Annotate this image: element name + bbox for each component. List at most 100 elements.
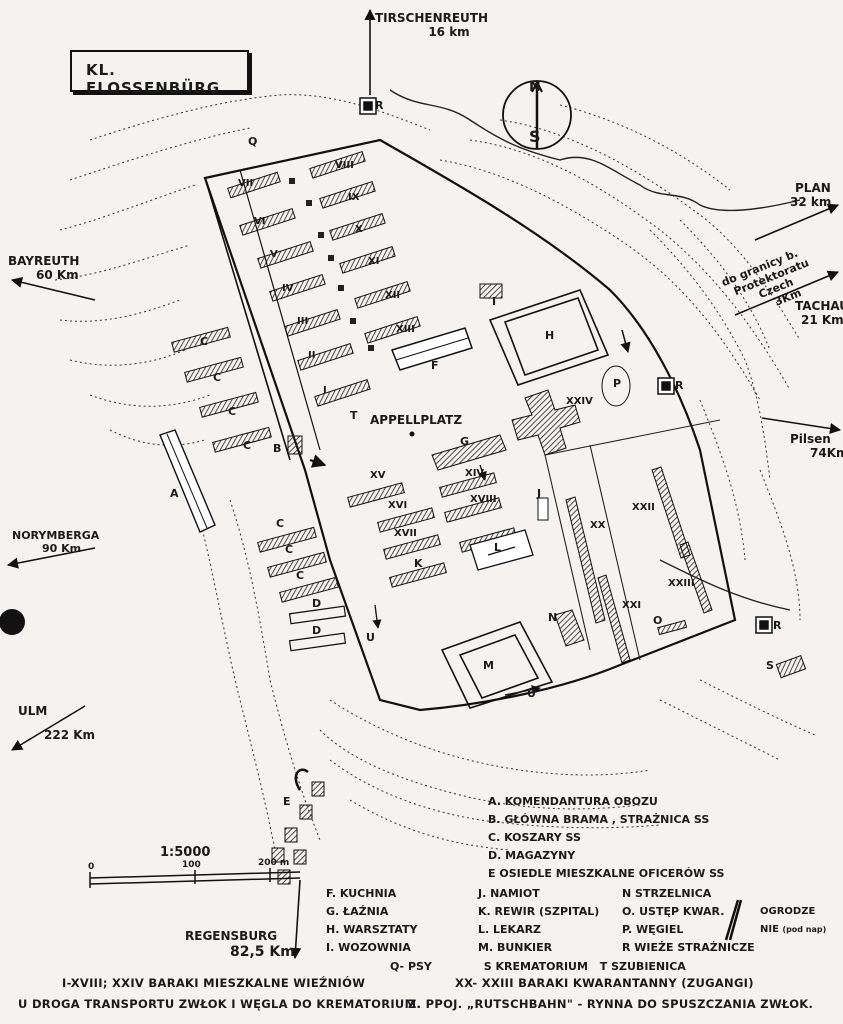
label-barrack-XIII: XIII xyxy=(396,324,415,335)
label-C7: C xyxy=(296,569,305,582)
label-D2: D xyxy=(312,624,322,637)
label-barrack-XIV: XIV xyxy=(465,468,485,479)
label-R2: R xyxy=(375,99,384,112)
label-C3: C xyxy=(228,405,237,418)
main-gate xyxy=(287,435,303,455)
direction-tachau: TACHAU21 Km xyxy=(795,299,843,327)
footer-line-2: XX- XXIII BARAKI KWARANTANNY (ZUGANGI) xyxy=(455,976,754,990)
label-K: K xyxy=(414,557,423,570)
label-barrack-VII: VII xyxy=(238,178,254,189)
label-barrack-VIII: VIII xyxy=(335,160,354,171)
label-barrack-XV: XV xyxy=(370,470,386,481)
officer-housing xyxy=(271,781,325,885)
building-M xyxy=(440,621,554,709)
label-barrack-XX: XX xyxy=(590,520,606,531)
label-L: L xyxy=(494,541,502,554)
coal-pile xyxy=(601,365,631,407)
scale-tick-200: 200 m xyxy=(258,858,290,868)
scale-bar xyxy=(89,868,301,888)
label-barrack-XXI: XXI xyxy=(622,600,642,611)
label-C4: C xyxy=(243,439,252,452)
label-S: S xyxy=(766,659,774,672)
storage-buildings xyxy=(288,605,347,652)
label-barrack-XXIII: XXIII xyxy=(668,578,695,589)
scale-ratio: 1:5000 xyxy=(160,845,211,860)
legend-row: Q- PSY S KREMATORIUM T SZUBIENICA xyxy=(390,960,686,973)
footer-line-4: Z. PPOJ. „RUTSCHBAHN" - RYNNA DO SPUSZCZ… xyxy=(408,997,814,1011)
label-C1: C xyxy=(200,335,209,348)
compass-north: N xyxy=(529,79,542,95)
label-B: B xyxy=(273,442,282,455)
label-A: A xyxy=(170,487,179,500)
compass-south: S xyxy=(529,127,542,146)
terrain-contours xyxy=(54,94,816,851)
label-N: N xyxy=(548,611,558,624)
label-C2: C xyxy=(213,371,222,384)
label-G: G xyxy=(460,435,470,448)
forest-edge xyxy=(389,89,801,212)
building-N xyxy=(554,609,585,647)
building-XXIV xyxy=(511,389,581,456)
label-barrack-IX: IX xyxy=(348,192,360,203)
label-U1: U xyxy=(366,631,375,644)
label-F: F xyxy=(431,359,439,372)
label-appellplatz: APPELLPLATZ xyxy=(370,413,463,427)
footer-line-3: U DROGA TRANSPORTU ZWŁOK I WĘGLA DO KREM… xyxy=(18,997,421,1011)
map-title-box: KL. FLOSSENBÜRG xyxy=(70,50,249,97)
label-barrack-XXIV: XXIV xyxy=(566,396,593,407)
label-C5: C xyxy=(276,517,285,530)
legend-main: A. KOMENDANTURA OBOZU B. GŁÓWNA BRAMA , … xyxy=(488,795,725,880)
label-barrack-III: III xyxy=(297,316,309,327)
watch-towers xyxy=(359,97,773,634)
footer-line-1: I-XVIII; XXIV BARAKI MIESZKALNE WIEŹNIÓW xyxy=(62,976,366,990)
crematorium xyxy=(775,654,807,679)
label-J: J xyxy=(537,487,542,500)
label-R1: R xyxy=(675,379,684,392)
label-barrack-I: I xyxy=(323,385,327,396)
building-F xyxy=(390,327,473,371)
compass xyxy=(502,79,572,150)
label-I: I xyxy=(492,295,497,308)
building-I xyxy=(479,283,503,299)
ss-barracks xyxy=(171,326,339,603)
building-G xyxy=(431,434,507,471)
label-T: T xyxy=(350,409,358,422)
label-U2: U xyxy=(527,687,536,700)
quarantine-barracks xyxy=(565,466,713,664)
map-title: KL. FLOSSENBÜRG xyxy=(86,61,221,97)
label-Q: Q xyxy=(248,135,258,148)
label-barrack-XVII: XVII xyxy=(394,528,417,539)
barracks-right xyxy=(309,150,421,344)
label-D1: D xyxy=(312,597,322,610)
scale-tick-100: 100 xyxy=(182,860,201,870)
label-barrack-XI: XI xyxy=(368,256,380,267)
barracks-left xyxy=(227,171,371,407)
label-barrack-XVI: XVI xyxy=(388,500,408,511)
building-H xyxy=(488,289,610,386)
label-barrack-XVIII: XVIII xyxy=(470,494,497,505)
label-barrack-X: X xyxy=(355,224,363,235)
label-barrack-II: II xyxy=(308,350,316,361)
label-barrack-V: V xyxy=(270,249,278,260)
label-R3: R xyxy=(773,619,782,632)
label-P: P xyxy=(613,377,622,390)
label-H: H xyxy=(545,329,555,342)
label-barrack-VI: VI xyxy=(254,216,266,227)
scale-tick-0: 0 xyxy=(88,862,95,872)
label-M: M xyxy=(483,659,494,672)
legend-fence: OGRODZE NIE (pod nap) xyxy=(760,906,827,935)
label-C6: C xyxy=(285,543,294,556)
label-barrack-XXII: XXII xyxy=(632,502,655,513)
label-barrack-IV: IV xyxy=(282,283,294,294)
